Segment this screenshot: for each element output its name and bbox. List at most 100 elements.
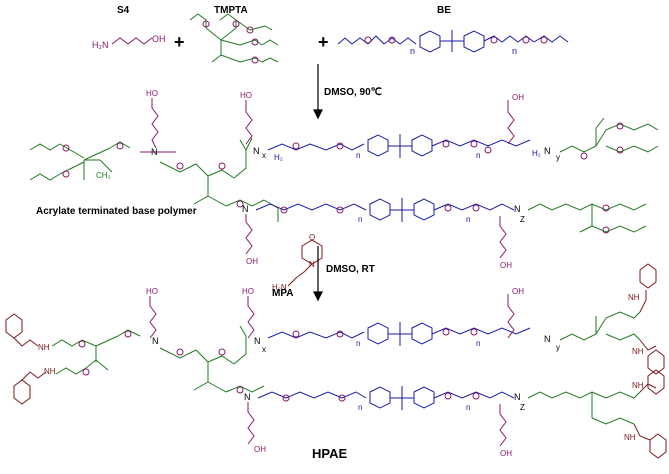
hpae-nh-right-2: NH bbox=[632, 347, 644, 356]
hpae-index-n-bottom-right: n bbox=[466, 403, 470, 412]
base-h2-top-left: H₂ bbox=[274, 153, 283, 162]
mpa-molecule bbox=[287, 239, 323, 287]
plus-sign-1: + bbox=[174, 32, 185, 52]
hpae-be-top-oxygens bbox=[292, 328, 478, 338]
hpae-index-y: y bbox=[556, 343, 560, 352]
base-index-n-bottom-left: n bbox=[358, 215, 362, 224]
mpa-h2n-label: H₂N bbox=[272, 283, 287, 292]
hpae-left-morpholine-2 bbox=[13, 371, 47, 405]
be-index-n-left: n bbox=[410, 46, 415, 56]
base-index-z: Z bbox=[520, 215, 525, 224]
hpae-left-oxygens bbox=[78, 330, 132, 376]
base-polymer-left-arm bbox=[29, 141, 131, 181]
hpae-right-morpholines-bottom bbox=[633, 369, 667, 459]
base-index-n-bottom-right: n bbox=[466, 215, 470, 224]
base-s4-pendant-right-top bbox=[507, 100, 515, 145]
hpae-core-oxygens bbox=[176, 348, 244, 394]
base-be-backbone-top bbox=[267, 134, 531, 158]
arrow-step-1 bbox=[313, 64, 323, 120]
hpae-nh-right-3: NH bbox=[632, 381, 644, 390]
base-oh-right-top: OH bbox=[512, 93, 524, 102]
arrow-step-2 bbox=[313, 246, 323, 302]
tmpta-oxygens bbox=[202, 20, 259, 64]
hpae-left-morpholine-1 bbox=[5, 313, 39, 347]
base-ho-left: HO bbox=[146, 89, 158, 98]
hpae-nh-left-2: NH bbox=[44, 367, 56, 376]
hpae-product-label: HPAE bbox=[312, 446, 347, 461]
step-2-conditions-bottom: MPA bbox=[272, 288, 293, 299]
base-oh-bottom-left: OH bbox=[246, 257, 258, 266]
base-n-bottom-right: N bbox=[514, 204, 521, 214]
base-s4-pendant-center bbox=[245, 100, 253, 145]
be-molecule bbox=[337, 30, 569, 53]
hpae-nh-right-1: NH bbox=[628, 293, 640, 302]
base-s4-pendant-left bbox=[140, 98, 176, 153]
reagent-tmpta-label: TMPTA bbox=[214, 5, 248, 16]
base-n-center: N bbox=[253, 146, 260, 156]
hpae-n-left: N bbox=[152, 336, 159, 346]
tmpta-molecule bbox=[189, 13, 279, 63]
base-oh-bottom-right: OH bbox=[500, 261, 512, 270]
base-s4-pendant-bottom-left bbox=[245, 214, 253, 255]
base-n-left: N bbox=[151, 147, 158, 157]
plus-sign-2: + bbox=[318, 32, 329, 52]
hpae-n-bottom-left: N bbox=[244, 392, 251, 402]
hpae-s4-pendant-center bbox=[247, 296, 255, 339]
base-ho-center: HO bbox=[240, 91, 252, 100]
base-core-tmpta bbox=[159, 137, 279, 222]
base-n-bottom-left: N bbox=[242, 204, 249, 214]
hpae-s4-pendant-right-top bbox=[507, 294, 515, 339]
hpae-be-bottom-oxygens bbox=[282, 392, 480, 402]
hpae-oh-bottom-left: OH bbox=[254, 445, 266, 454]
hpae-index-x: x bbox=[262, 345, 266, 354]
base-be-backbone-bottom bbox=[255, 198, 515, 222]
base-right-bottom-oxygens bbox=[602, 204, 610, 234]
base-h2-top-right: H₂ bbox=[532, 149, 541, 158]
base-n-right-top: N bbox=[544, 146, 551, 156]
hpae-index-z: Z bbox=[520, 403, 525, 412]
hpae-ho-left: HO bbox=[146, 287, 158, 296]
base-right-tmpta-bottom bbox=[527, 203, 647, 233]
s4-hydroxyl-label: OH bbox=[152, 34, 166, 44]
hpae-be-backbone-top bbox=[267, 322, 531, 346]
hpae-right-tmpta-bottom bbox=[527, 391, 641, 425]
s4-molecule bbox=[111, 37, 153, 45]
hpae-core-tmpta bbox=[159, 325, 265, 393]
s4-amine-label: H₂N bbox=[92, 40, 109, 50]
base-be-top-oxygens bbox=[292, 140, 492, 154]
hpae-index-n-top-right: n bbox=[476, 339, 480, 348]
base-polymer-left-oxygens bbox=[62, 142, 124, 178]
base-be-bottom-oxygens bbox=[280, 204, 480, 214]
base-index-n-top-left: n bbox=[356, 151, 360, 160]
hpae-index-n-bottom-left: n bbox=[358, 403, 362, 412]
hpae-index-n-top-left: n bbox=[356, 339, 360, 348]
reagent-s4-label: S4 bbox=[117, 5, 130, 16]
base-index-n-top-right: n bbox=[476, 151, 480, 160]
mpa-n-label: N bbox=[309, 260, 315, 269]
base-polymer-caption: Acrylate terminated base polymer bbox=[36, 206, 197, 217]
hpae-nh-right-4: NH bbox=[624, 433, 636, 442]
hpae-right-morpholines-top bbox=[639, 263, 665, 375]
base-index-y: y bbox=[556, 153, 560, 162]
be-index-n-right: n bbox=[512, 46, 517, 56]
be-oxygens bbox=[364, 36, 548, 44]
hpae-s4-pendant-left bbox=[149, 296, 157, 339]
hpae-n-center: N bbox=[254, 336, 261, 346]
hpae-right-tmpta-top bbox=[559, 311, 641, 341]
hpae-be-backbone-bottom bbox=[257, 386, 515, 410]
hpae-oh-bottom-right: OH bbox=[500, 449, 512, 458]
hpae-left-arm bbox=[51, 329, 141, 375]
base-index-x: x bbox=[262, 151, 266, 160]
hpae-ho-center: HO bbox=[242, 287, 254, 296]
hpae-s4-pendant-bottom-right bbox=[499, 404, 507, 447]
hpae-oh-right-top: OH bbox=[512, 287, 524, 296]
base-right-tmpta-top bbox=[559, 117, 659, 153]
base-left-ch2-label: CH₂ bbox=[96, 171, 111, 180]
step-1-conditions: DMSO, 90℃ bbox=[324, 87, 382, 98]
base-core-oxygens bbox=[176, 162, 244, 208]
reagent-be-label: BE bbox=[437, 5, 451, 16]
mpa-o-label: O bbox=[309, 233, 315, 242]
hpae-n-right-top: N bbox=[544, 334, 551, 344]
hpae-n-bottom-right: N bbox=[514, 392, 521, 402]
